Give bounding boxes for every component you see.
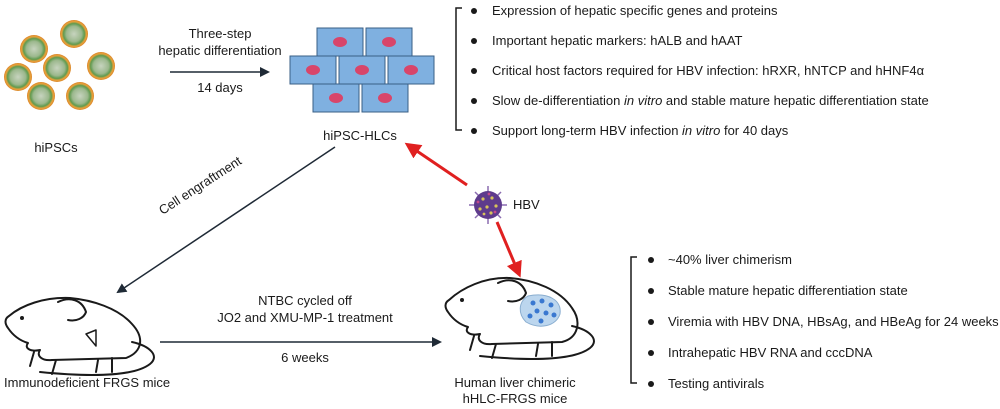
ntbc-label-line2: JO2 and XMU-MP-1 treatment (217, 310, 393, 325)
top-list-item: Critical host factors required for HBV i… (492, 63, 925, 78)
step-label-line2: hepatic differentiation (158, 43, 282, 58)
hipsc-cluster (4, 20, 115, 110)
hbv-virus-icon (469, 186, 507, 224)
hlc-sheet (289, 27, 435, 113)
hipsc-cell (66, 82, 94, 110)
frgs-mouse-illustration (4, 296, 155, 376)
chimeric-mouse-illustration (444, 276, 595, 360)
bottom-list-item: Stable mature hepatic differentiation st… (668, 283, 908, 298)
step-label-line1: Three-step (188, 26, 252, 41)
text-segment: Support long-term HBV infection (492, 123, 683, 138)
bottom-bullets (648, 257, 654, 387)
top-bullets (471, 8, 477, 134)
hbv-arrow-down (495, 221, 522, 278)
chimeric-label-line2: hHLC-FRGS mice (462, 391, 568, 406)
italic-text: in vitro (624, 93, 663, 108)
hipscs-label: hiPSCs (34, 140, 78, 155)
top-list-item: Support long-term HBV infection in vitro… (492, 123, 788, 138)
hipsc-cell (20, 35, 48, 63)
text-segment: and stable mature hepatic differentiatio… (662, 93, 929, 108)
top-bracket (455, 7, 462, 131)
top-list-item: Expression of hepatic specific genes and… (492, 3, 778, 18)
hiplcs-label: hiPSC-HLCs (323, 128, 397, 143)
hipsc-cell (87, 52, 115, 80)
bottom-bracket (630, 256, 637, 384)
ntbc-label-line1: NTBC cycled off (258, 293, 352, 308)
text-segment: Slow de-differentiation (492, 93, 625, 108)
top-list-item: Important hepatic markers: hALB and hAAT (492, 33, 743, 48)
bottom-list-item: Testing antivirals (668, 376, 765, 391)
engraftment-arrow (116, 146, 336, 294)
bottom-list-item: Viremia with HBV DNA, HBsAg, and HBeAg f… (668, 314, 999, 329)
hbv-arrow-up (404, 142, 468, 187)
chimeric-label-line1: Human liver chimeric (454, 375, 576, 390)
weeks-label: 6 weeks (281, 350, 329, 365)
top-list-item: Slow de-differentiation in vitro and sta… (492, 93, 929, 108)
hipsc-cell (4, 63, 32, 91)
hipsc-cell (60, 20, 88, 48)
human-liver-cells (527, 298, 557, 324)
mouse-eye (460, 298, 464, 302)
frgs-mice-label: Immunodeficient FRGS mice (4, 375, 171, 390)
hipsc-cell (43, 54, 71, 82)
mouse-eye (20, 316, 24, 320)
hipsc-cell (27, 82, 55, 110)
days-label: 14 days (197, 80, 243, 95)
bottom-list-item: ~40% liver chimerism (668, 252, 792, 267)
bottom-list-item: Intrahepatic HBV RNA and cccDNA (668, 345, 873, 360)
italic-text: in vitro (682, 123, 721, 138)
hbv-label: HBV (513, 197, 540, 212)
text-segment: for 40 days (720, 123, 789, 138)
